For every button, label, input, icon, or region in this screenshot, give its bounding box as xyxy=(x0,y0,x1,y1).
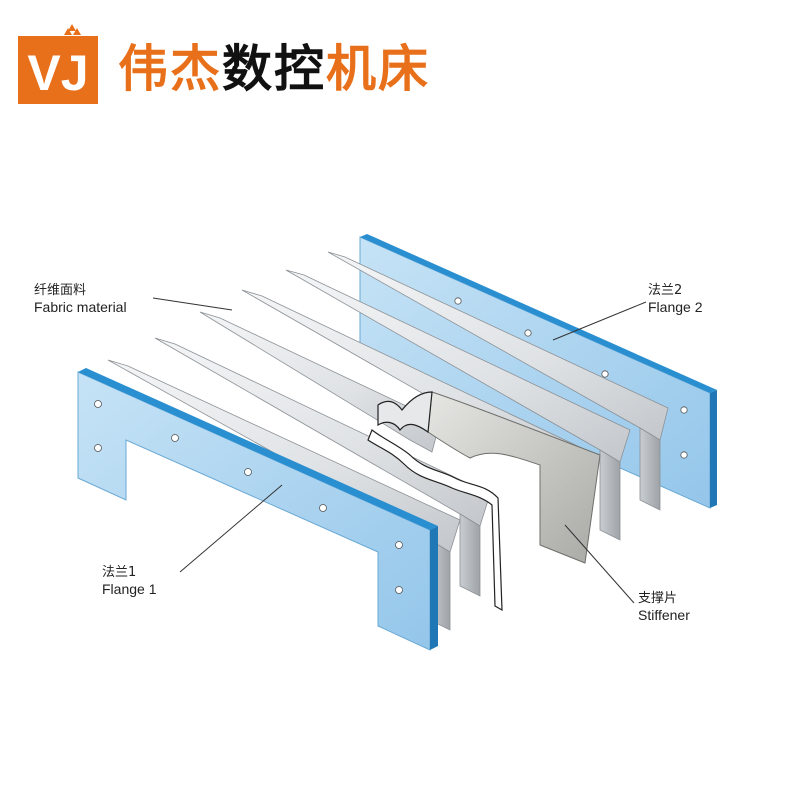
bolt-hole xyxy=(319,504,327,512)
torn-fabric-edge xyxy=(367,391,503,612)
brand-char: 控 xyxy=(274,39,326,98)
label-flange-1-en: Flange 1 xyxy=(102,581,157,597)
brand-char: 机 xyxy=(326,39,378,98)
label-flange-1-zh: 法兰1 xyxy=(102,565,137,580)
bolt-hole xyxy=(680,451,688,459)
bolt-hole xyxy=(395,541,403,549)
bolt-hole xyxy=(454,297,462,305)
logo-background xyxy=(18,36,98,104)
label-fabric-material: 纤维面料 Fabric material xyxy=(34,282,127,316)
logo-dot-icon xyxy=(73,28,81,35)
logo-text: VJ xyxy=(27,45,88,101)
bolt-hole xyxy=(94,444,102,452)
brand-char: 数 xyxy=(222,39,274,98)
leader-lines xyxy=(152,297,647,604)
bolt-hole xyxy=(244,468,252,476)
label-flange-1: 法兰1 Flange 1 xyxy=(102,564,156,598)
label-stiffener: 支撑片 Stiffener xyxy=(638,590,690,624)
bolt-hole xyxy=(171,434,179,442)
brand-name: 伟杰数控机床 xyxy=(118,30,430,100)
bolt-hole xyxy=(94,400,102,408)
bolt-hole xyxy=(395,586,403,594)
label-fabric-en: Fabric material xyxy=(34,299,127,315)
label-stiffener-zh: 支撑片 xyxy=(638,591,678,606)
label-stiffener-en: Stiffener xyxy=(638,607,690,623)
label-fabric-zh: 纤维面料 xyxy=(34,283,87,298)
bolt-hole xyxy=(601,370,609,378)
logo-dot-icon xyxy=(64,28,72,35)
leader-flange-2 xyxy=(552,301,647,341)
leader-fabric xyxy=(152,297,233,311)
flange-1 xyxy=(77,368,438,651)
stiffener-plate xyxy=(427,391,601,564)
logo-dot-icon xyxy=(68,24,76,31)
brand-char: 杰 xyxy=(170,39,222,98)
brand-char: 床 xyxy=(378,39,430,98)
bolt-hole xyxy=(680,406,688,414)
leader-flange-1 xyxy=(179,484,283,573)
leader-stiffener xyxy=(564,524,635,604)
label-flange-2: 法兰2 Flange 2 xyxy=(648,282,702,316)
brand-char: 伟 xyxy=(118,39,170,98)
label-flange-2-en: Flange 2 xyxy=(648,299,703,315)
label-flange-2-zh: 法兰2 xyxy=(648,283,683,298)
bolt-hole xyxy=(524,329,532,337)
vj-logo: VJ xyxy=(18,24,98,104)
